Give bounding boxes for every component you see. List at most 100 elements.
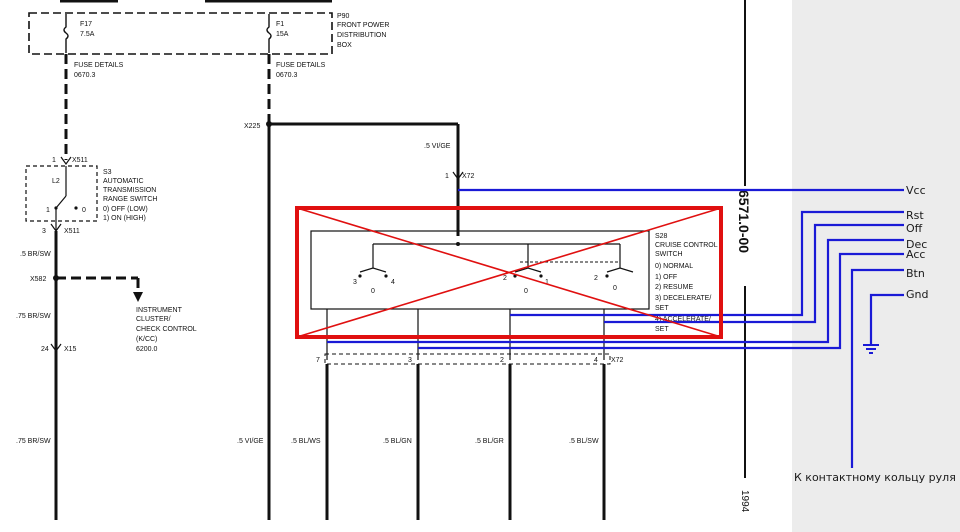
fuse-f1-symbol (266, 14, 272, 53)
annotation-wire-dec (327, 238, 904, 344)
annotation-wire-rst (510, 210, 904, 317)
annotation-wires (327, 188, 904, 468)
s28-desc-4: 1) OFF (655, 274, 677, 281)
annotation-wire-off (604, 223, 904, 324)
x72-pin-3: 3 (408, 357, 412, 364)
signal-vcc: Vcc (906, 184, 926, 197)
x72-top-label: X72 (462, 173, 475, 180)
s3-pin-3: 3 (42, 228, 46, 235)
s3-l2-label: L2 (52, 178, 60, 185)
instrument-arrow (133, 292, 143, 302)
s3-desc-1: AUTOMATIC (103, 178, 144, 185)
fuse-details-label-left: FUSE DETAILS (74, 62, 124, 69)
fuse-box-title-3: DISTRIBUTION (337, 32, 386, 39)
s28-contact-2b (605, 274, 609, 278)
s28-desc-1: CRUISE CONTROL (655, 242, 718, 249)
x72-pin-4: 4 (594, 357, 598, 364)
fuse-box-title-4: BOX (337, 42, 352, 49)
instrument-line-2: CLUSTER/ (136, 316, 171, 323)
s28-switch-right (606, 267, 634, 273)
x72-pin-2: 2 (500, 357, 504, 364)
x582-label: X582 (30, 276, 46, 283)
s28-switch-mid (514, 267, 542, 273)
instrument-line-3: CHECK CONTROL (136, 326, 197, 333)
s28-contact-label-4: 4 (391, 279, 395, 286)
annotation-wire-acc (418, 252, 904, 350)
fuse-f1-rating: 15A (276, 31, 289, 38)
s3-contact-0-dot (74, 206, 78, 210)
bottom-wire-bl-ws: .5 BL/WS (291, 438, 321, 445)
s3-desc-5: 1) ON (HIGH) (103, 215, 146, 222)
s28-contact-label-0b: 0 (524, 288, 528, 295)
s3-contact-1-label: 1 (46, 207, 50, 214)
connector-x72-top (452, 171, 464, 181)
signal-acc: Acc (906, 248, 925, 261)
crossed-out-box (295, 206, 723, 339)
x15-pin-24: 24 (41, 346, 49, 353)
s28-contact-label-1: 1 (545, 279, 549, 286)
fuse-details-ref-left: 0670.3 (74, 72, 96, 79)
annotation-wire-btn (850, 268, 904, 468)
instrument-line-4: (K/CC) (136, 336, 157, 343)
connector-x511-top (60, 156, 72, 166)
s28-desc-3: 0) NORMAL (655, 263, 693, 270)
s3-contact-arm (55, 195, 67, 209)
s28-contact-label-2a: 2 (503, 275, 507, 282)
steering-ring-note: К контактному кольцу руля (794, 471, 956, 484)
x72-bottom-label: X72 (611, 357, 624, 364)
s28-switch-box (310, 230, 650, 310)
x72-pin-7: 7 (316, 357, 320, 364)
s3-contact-0-label: 0 (82, 207, 86, 214)
s3-desc-2: TRANSMISSION (103, 187, 156, 194)
fuse-f1-id: F1 (276, 21, 284, 28)
x225-label: X225 (244, 123, 260, 130)
s28-contact-label-0c: 0 (613, 285, 617, 292)
s28-desc-8: 4) ACCELERATE/ (655, 316, 711, 323)
fuse-f17-id: F17 (80, 21, 92, 28)
wire-vi-ge-feed: .5 VI/GE (424, 143, 451, 150)
s3-pin-1: 1 (52, 157, 56, 164)
bottom-wire-bl-gn: .5 BL/GN (383, 438, 412, 445)
signal-btn: Btn (906, 267, 925, 280)
page-reference: 6571.0-00 (736, 190, 752, 253)
x511-top-label: X511 (72, 157, 88, 164)
bottom-wire-vi-ge: .5 VI/GE (237, 438, 264, 445)
s28-contact-3 (358, 274, 362, 278)
bottom-wire-bl-gr: .5 BL/GR (475, 438, 504, 445)
bottom-wire-bl-sw: .5 BL/SW (569, 438, 599, 445)
signal-gnd: Gnd (906, 288, 928, 301)
connector-x15 (50, 343, 62, 353)
wire-br-sw-1: .5 BR/SW (20, 251, 51, 258)
s28-title: S28 (655, 233, 668, 240)
fuse-details-ref-right: 0670.3 (276, 72, 298, 79)
connector-x72-bottom-outline (324, 353, 611, 365)
s28-desc-2: SWITCH (655, 251, 683, 258)
instrument-line-1: INSTRUMENT (136, 307, 183, 314)
s3-title: S3 (103, 169, 112, 176)
s28-contact-1 (539, 274, 543, 278)
annotation-panel (792, 0, 960, 532)
signal-rst: Rst (906, 209, 924, 222)
s28-switch-left (359, 267, 387, 273)
fuse-box-title-1: P90 (337, 13, 350, 20)
s3-switch-box (25, 165, 98, 222)
s28-contact-label-3: 3 (353, 279, 357, 286)
wire-br-sw-2: .75 BR/SW (16, 313, 51, 320)
s3-desc-4: 0) OFF (LOW) (103, 206, 148, 213)
s3-desc-3: RANGE SWITCH (103, 196, 157, 203)
annotation-wire-gnd (869, 293, 904, 345)
x15-label: X15 (64, 346, 77, 353)
x72-top-pin: 1 (445, 173, 449, 180)
cross-line-2 (296, 207, 722, 338)
s28-contact-label-0a: 0 (371, 288, 375, 295)
fuse-f17-rating: 7.5A (80, 31, 95, 38)
fuse-box-title-2: FRONT POWER (337, 22, 389, 29)
signal-off: Off (906, 222, 923, 235)
s28-contact-4 (384, 274, 388, 278)
ground-icon (863, 344, 879, 354)
s28-feed-node (456, 242, 460, 246)
fuse-box-outline (28, 12, 333, 55)
s28-contact-label-2b: 2 (594, 275, 598, 282)
signal-dec: Dec (906, 238, 927, 251)
